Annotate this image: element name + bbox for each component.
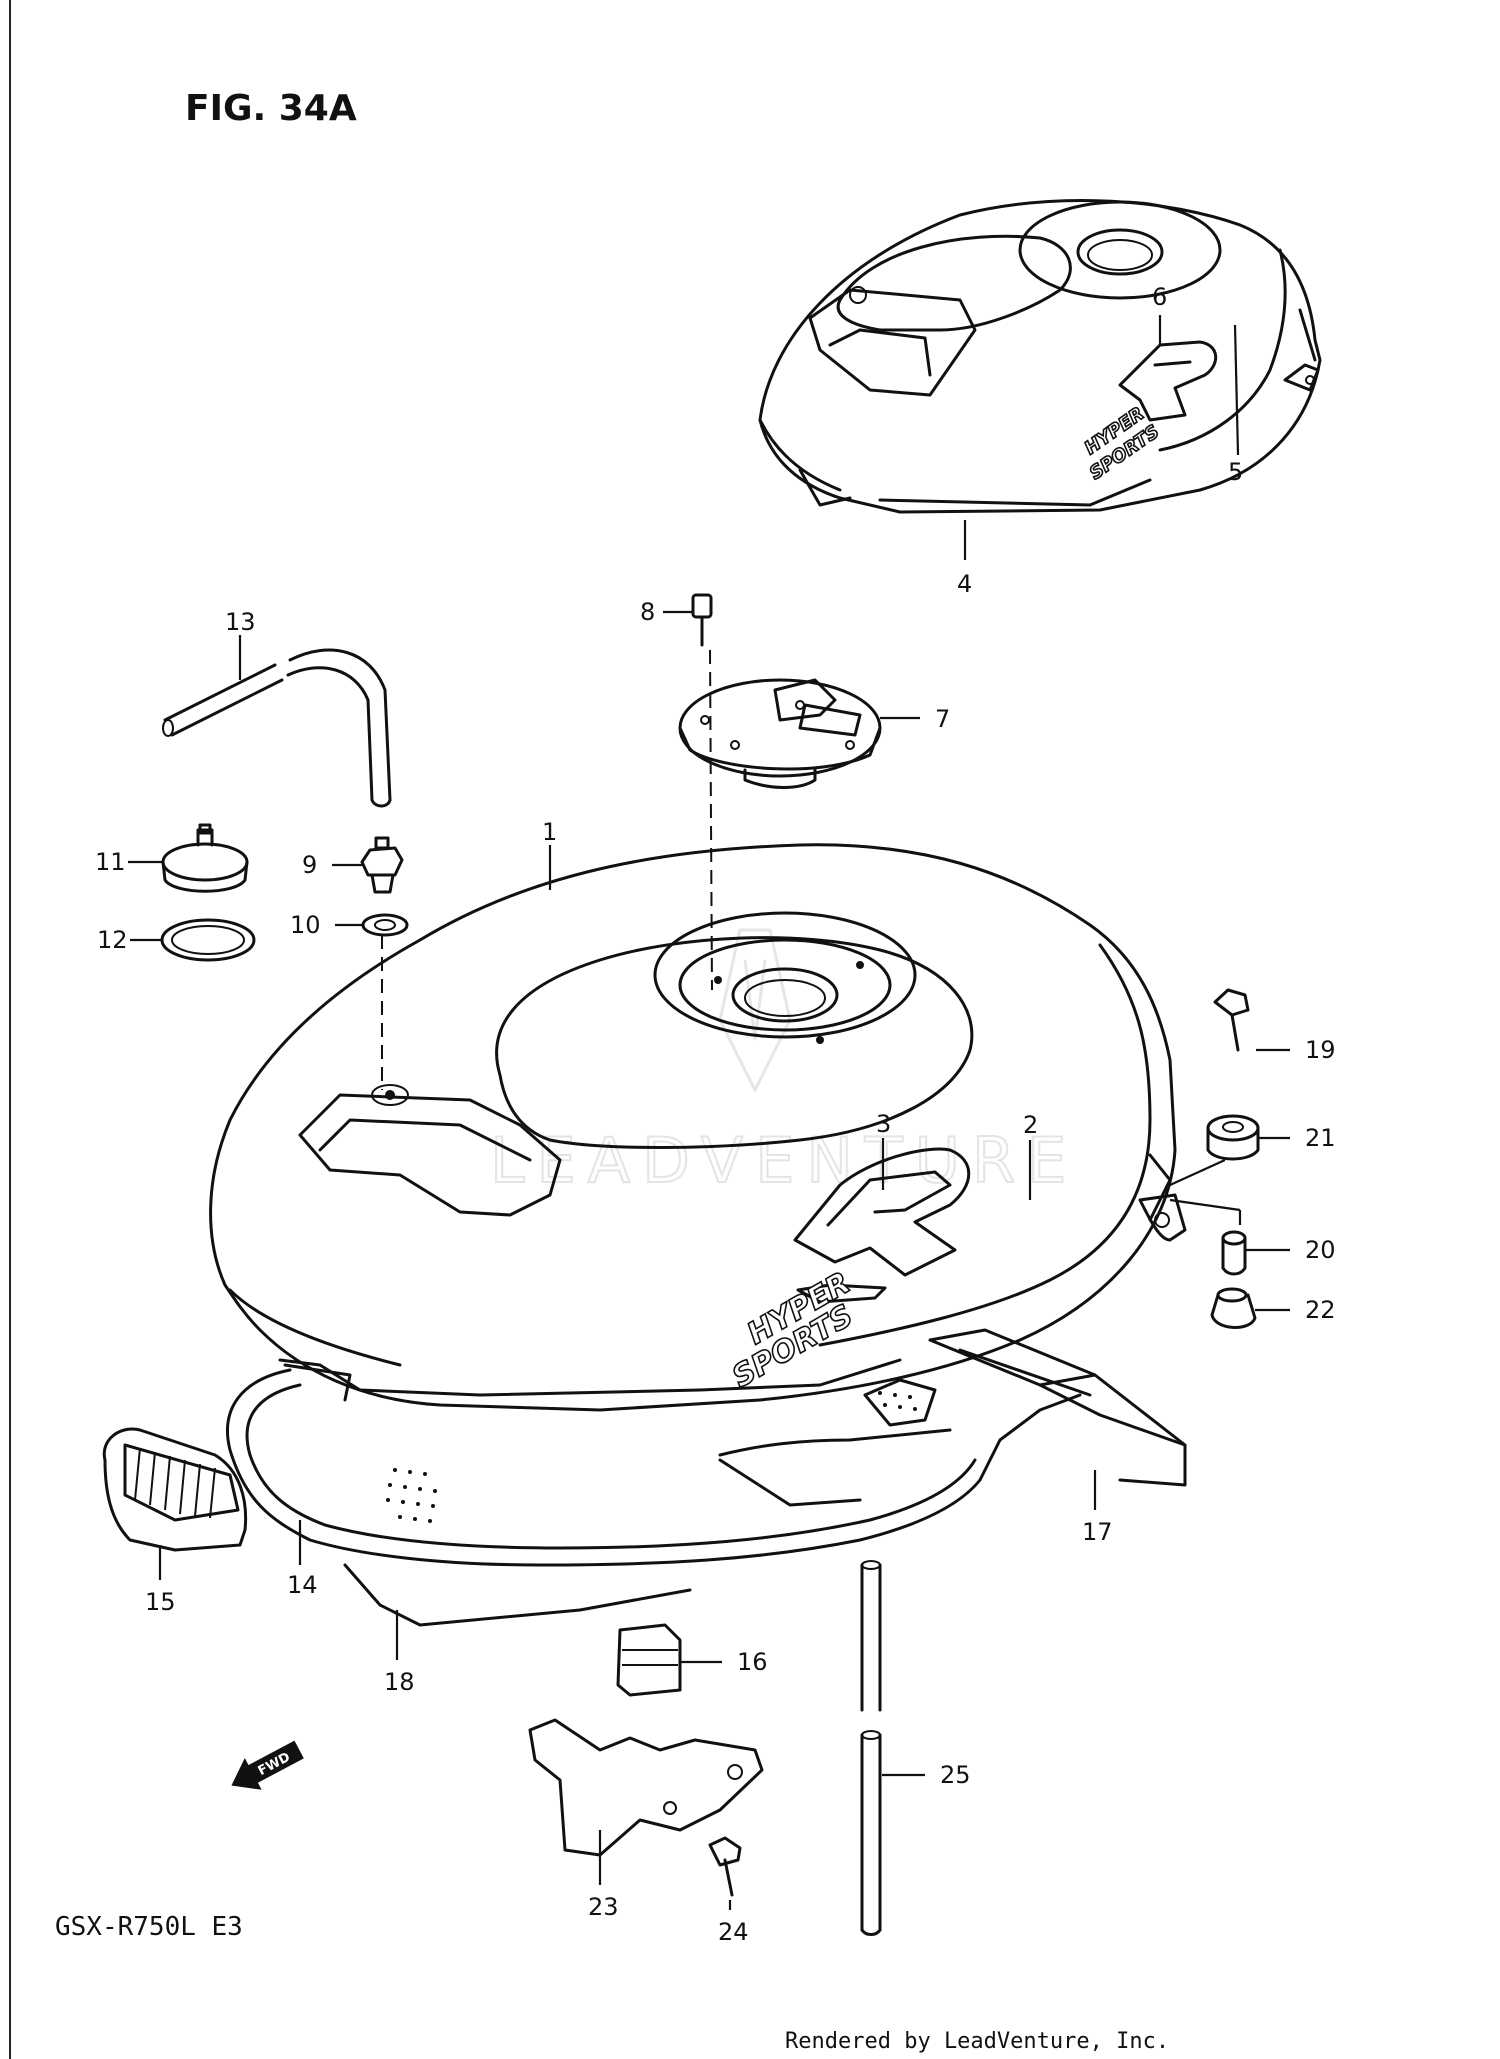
callout-9: 9	[302, 851, 317, 879]
callout-6: 6	[1152, 283, 1167, 311]
part-15-rubber	[102, 1427, 248, 1552]
part-17-stay	[928, 1328, 1187, 1487]
part-10-washer	[361, 913, 409, 937]
part-19-bolt	[1213, 988, 1250, 1052]
callout-18: 18	[384, 1668, 415, 1696]
fwd-arrow-icon: FWD	[231, 1740, 304, 1790]
callout-16: 16	[737, 1648, 768, 1676]
part-23-bracket	[528, 1718, 764, 1857]
callout-22: 22	[1305, 1296, 1336, 1324]
callout-8: 8	[640, 598, 655, 626]
callout-25: 25	[940, 1761, 971, 1789]
part-16-block	[616, 1623, 682, 1697]
callout-11: 11	[95, 848, 126, 876]
callout-14: 14	[287, 1571, 318, 1599]
callout-7: 7	[935, 705, 950, 733]
callout-20: 20	[1305, 1236, 1336, 1264]
tank-under-cover	[226, 1368, 1082, 1627]
callout-4: 4	[957, 570, 972, 598]
part-8-screw	[691, 593, 713, 647]
assembly-lines	[381, 649, 1242, 1225]
callout-17: 17	[1082, 1518, 1113, 1546]
part-21-grommet	[1206, 1114, 1260, 1161]
part-11-cap	[161, 823, 249, 893]
callout-24: 24	[718, 1918, 749, 1946]
callout-labels: 1 2 3 4 5 6 7 8 9 10 11 12 13 14 15 16 1…	[95, 283, 1336, 1946]
callout-15: 15	[145, 1588, 176, 1616]
part-24-bolt	[708, 1836, 742, 1897]
callout-1: 1	[542, 818, 557, 846]
part-22-cushion	[1210, 1287, 1257, 1329]
callout-23: 23	[588, 1893, 619, 1921]
svg-text:LEADVENTURE: LEADVENTURE	[490, 1124, 1078, 1197]
model-code: GSX-R750L E3	[55, 1912, 243, 1942]
credit-line: Rendered by LeadVenture, Inc.	[785, 2029, 1169, 2054]
callout-13: 13	[225, 608, 256, 636]
figure-title: FIG. 34A	[185, 88, 357, 129]
callout-21: 21	[1305, 1124, 1336, 1152]
part-13-hose	[162, 648, 392, 808]
part-9-fitting	[360, 836, 404, 894]
callout-5: 5	[1228, 458, 1243, 486]
callout-3: 3	[876, 1110, 891, 1138]
callout-19: 19	[1305, 1036, 1336, 1064]
callout-12: 12	[97, 926, 128, 954]
watermark: LEADVENTURE	[489, 928, 1078, 1198]
part-20-collar	[1221, 1230, 1247, 1276]
leader-lines	[128, 315, 1290, 1910]
callout-10: 10	[290, 911, 321, 939]
callout-2: 2	[1023, 1111, 1038, 1139]
part-25-hoses	[860, 1560, 882, 1936]
part-7-fuel-cap	[678, 678, 882, 789]
